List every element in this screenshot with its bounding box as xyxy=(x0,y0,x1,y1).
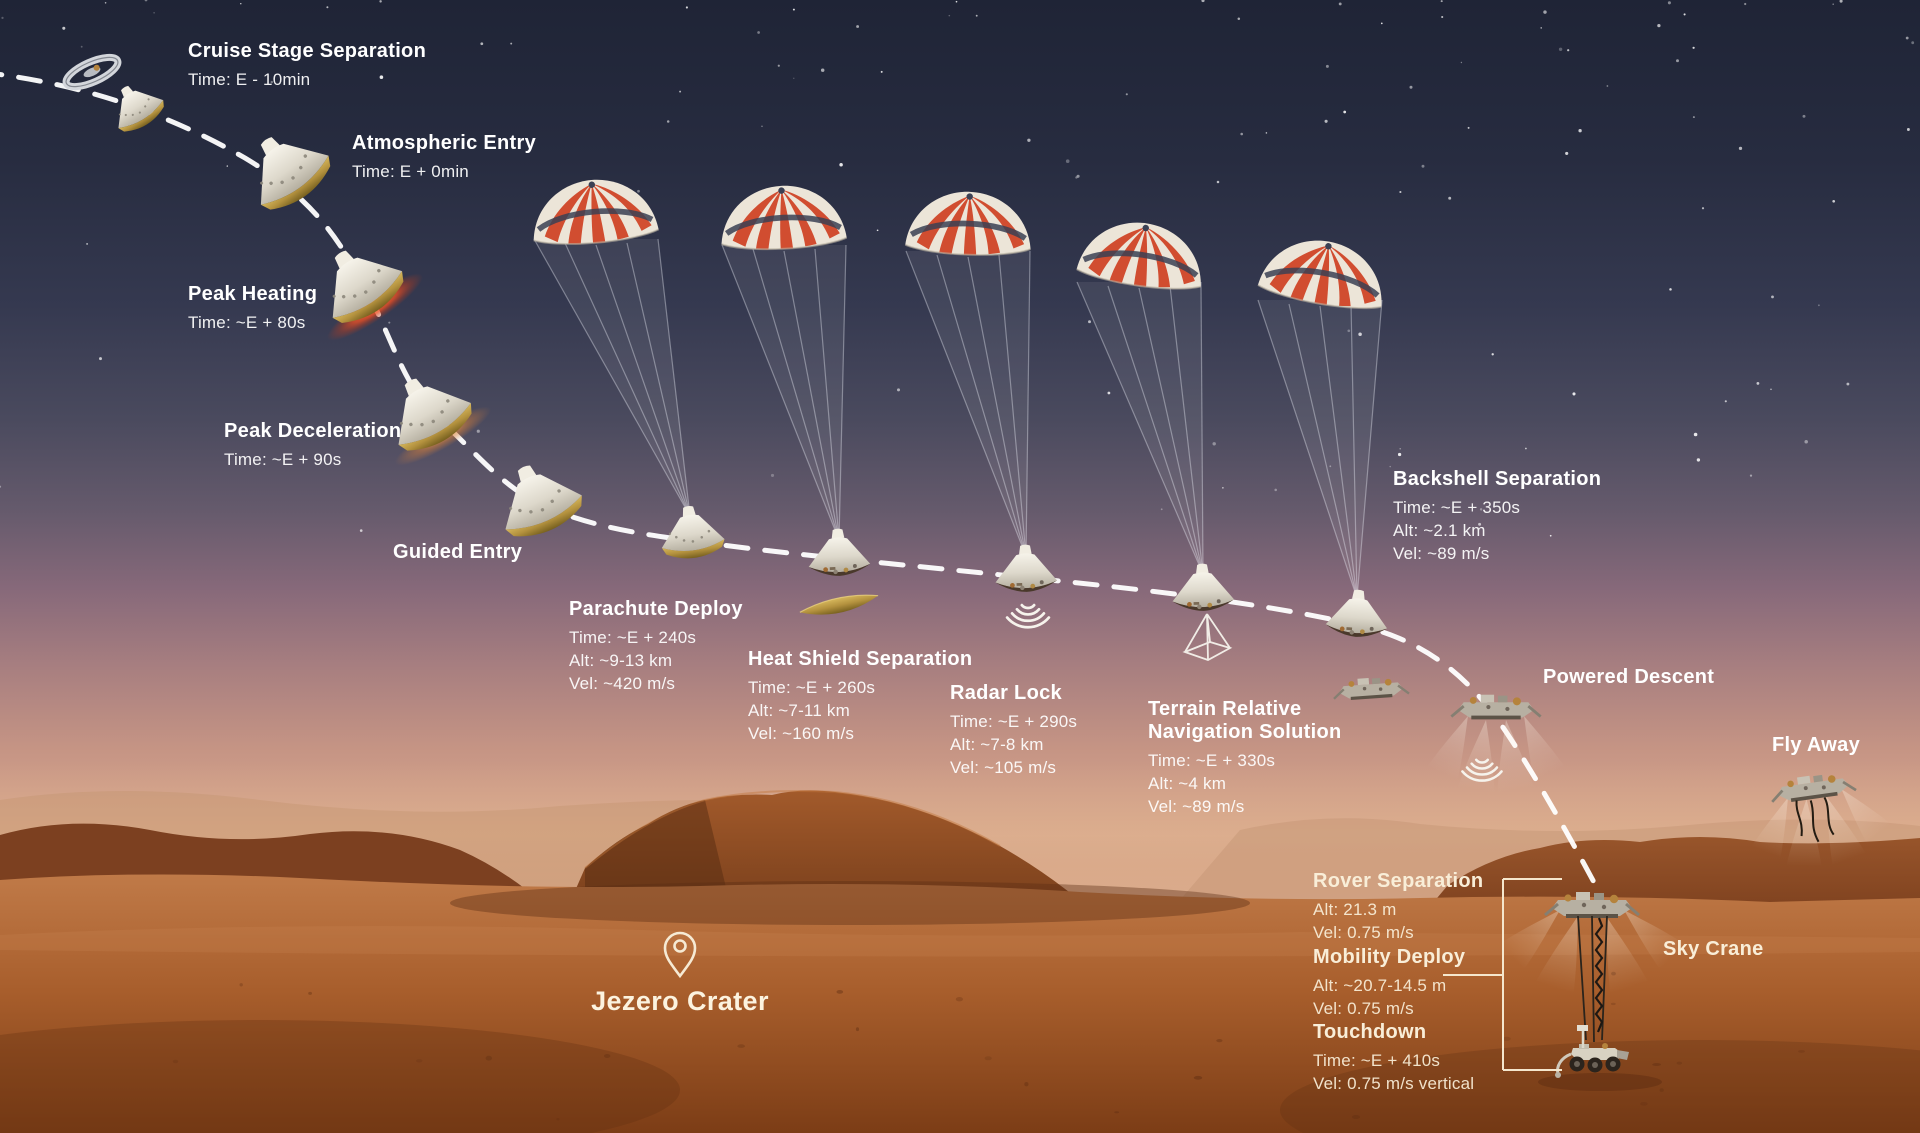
stage-title: Rover Separation xyxy=(1313,870,1484,892)
parachute-suspension-lines xyxy=(533,238,1383,599)
stage-detail: Time: ~E + 350s xyxy=(1393,498,1521,517)
stage-detail: Time: ~E + 90s xyxy=(224,450,342,469)
stage-label-mobility-deploy: Mobility Deploy Alt: ~20.7-14.5 m Vel: 0… xyxy=(1313,946,1465,1020)
parachute-3 xyxy=(905,190,1033,258)
plain-light-band xyxy=(0,926,1920,957)
stage-detail: Vel: ~160 m/s xyxy=(748,724,855,743)
stage-title: Guided Entry xyxy=(393,541,523,563)
free-falling-descent-stage xyxy=(1331,674,1411,703)
heat-shield-sep-capsule xyxy=(806,527,871,578)
stage-title: Fly Away xyxy=(1772,734,1860,756)
stage-detail: Alt: 21.3 m xyxy=(1313,900,1397,919)
stage-title: Peak Deceleration xyxy=(224,420,402,442)
ground-speckles xyxy=(172,971,1805,1121)
stage-title: Atmospheric Entry xyxy=(352,132,537,154)
stage-detail: Time: ~E + 330s xyxy=(1148,751,1276,770)
parachute-1 xyxy=(529,175,659,249)
foreground-plain xyxy=(0,874,1920,1133)
stage-label-heat-shield-separation: Heat Shield Separation Time: ~E + 260s A… xyxy=(748,648,972,745)
stage-detail: Time: E - 10min xyxy=(188,70,311,89)
bridle-cables xyxy=(1577,915,1608,1043)
stage-label-peak-heating: Peak Heating Time: ~E + 80s xyxy=(188,283,317,334)
stage-title: Cruise Stage Separation xyxy=(188,40,427,62)
stage-title: Parachute Deploy xyxy=(569,598,743,620)
stage-detail: Alt: ~2.1 km xyxy=(1393,521,1486,540)
stage-detail: Time: ~E + 410s xyxy=(1313,1051,1441,1070)
stage-title: Sky Crane xyxy=(1663,938,1764,960)
stage-detail: Time: E + 0min xyxy=(352,162,469,181)
stage-title: Peak Heating xyxy=(188,283,318,305)
stage-detail: Vel: 0.75 m/s vertical xyxy=(1313,1074,1475,1093)
trajectory-dashed-line xyxy=(0,72,1599,889)
stage-label-radar-lock: Radar Lock Time: ~E + 290s Alt: ~7-8 km … xyxy=(950,682,1077,779)
stage-title: Radar Lock xyxy=(950,682,1062,704)
entry-capsule-separated xyxy=(101,73,170,139)
stage-label-backshell-separation: Backshell Separation Time: ~E + 350s Alt… xyxy=(1393,468,1601,565)
stars xyxy=(0,0,1915,537)
stage-detail: Vel: ~420 m/s xyxy=(569,674,676,693)
stage-label-touchdown: Touchdown Time: ~E + 410s Vel: 0.75 m/s … xyxy=(1313,1021,1474,1095)
guided-entry-capsule xyxy=(485,449,590,547)
entry-capsule xyxy=(231,115,340,221)
rover-ground-shadow xyxy=(1538,1073,1662,1091)
stage-detail: Alt: ~7-11 km xyxy=(748,701,850,720)
stage-detail: Vel: 0.75 m/s xyxy=(1313,999,1414,1018)
spacecraft xyxy=(62,53,1892,1091)
stage-detail: Vel: ~105 m/s xyxy=(950,758,1057,777)
landing-label-bracket xyxy=(1443,878,1562,1071)
parachute-2 xyxy=(719,183,848,253)
stage-label-atmospheric-entry: Atmospheric Entry Time: E + 0min xyxy=(352,132,536,183)
stage-label-powered-descent: Powered Descent xyxy=(1543,666,1714,694)
stage-detail: Alt: ~4 km xyxy=(1148,774,1227,793)
stage-title: Heat Shield Separation xyxy=(748,648,973,670)
umbilical-coil xyxy=(1594,917,1604,1033)
stage-label-peak-deceleration: Peak Deceleration Time: ~E + 90s xyxy=(224,420,401,471)
stage-detail: Time: ~E + 290s xyxy=(950,712,1078,731)
stage-detail: Alt: ~20.7-14.5 m xyxy=(1313,976,1447,995)
parachute-deploy-capsule xyxy=(656,501,727,563)
stage-detail: Time: ~E + 240s xyxy=(569,628,697,647)
peak-heating-capsule xyxy=(304,229,413,334)
stage-title: Mobility Deploy xyxy=(1313,946,1466,968)
falling-heat-shield xyxy=(798,589,881,622)
stage-detail: Vel: ~89 m/s xyxy=(1393,544,1490,563)
radar-waves-icon xyxy=(1005,603,1051,629)
stage-label-parachute-deploy: Parachute Deploy Time: ~E + 240s Alt: ~9… xyxy=(569,598,743,695)
stage-label-terrain-relative-navigation: Terrain Relative Navigation Solution Tim… xyxy=(1148,698,1341,818)
stage-title: Backshell Separation xyxy=(1393,468,1602,490)
radar-lock-capsule xyxy=(994,543,1058,593)
foreground-dune-left xyxy=(0,1020,680,1133)
stage-title-line2: Navigation Solution xyxy=(1148,721,1342,743)
stage-label-guided-entry: Guided Entry xyxy=(393,541,522,569)
trn-capsule xyxy=(1171,562,1235,612)
stage-detail: Alt: ~9-13 km xyxy=(569,651,673,670)
stage-detail: Vel: 0.75 m/s xyxy=(1313,923,1414,942)
stage-detail: Vel: ~89 m/s xyxy=(1148,797,1245,816)
stage-detail: Time: ~E + 260s xyxy=(748,678,876,697)
mesa-crest-highlight xyxy=(584,790,1001,869)
stage-detail: Time: ~E + 80s xyxy=(188,313,306,332)
fly-away-stage xyxy=(1751,768,1892,867)
scan-pyramid-icon xyxy=(1184,613,1231,661)
stage-label-cruise-stage-separation: Cruise Stage Separation Time: E - 10min xyxy=(188,40,426,91)
stage-label-rover-separation: Rover Separation Alt: 21.3 m Vel: 0.75 m… xyxy=(1313,870,1483,944)
foreground-dune-right xyxy=(1280,1040,1920,1133)
stage-detail: Alt: ~7-8 km xyxy=(950,735,1044,754)
cruise-stage xyxy=(62,53,122,91)
location-pin-icon xyxy=(663,931,697,979)
backshell-sep-capsule xyxy=(1324,587,1390,640)
stage-label-fly-away: Fly Away xyxy=(1772,734,1860,762)
stage-title: Powered Descent xyxy=(1543,666,1715,688)
terrain xyxy=(0,760,1920,1133)
cut-bridle-cables xyxy=(1795,796,1835,843)
stage-label-sky-crane: Sky Crane xyxy=(1663,938,1764,966)
stage-title: Touchdown xyxy=(1313,1021,1427,1043)
jezero-crater-label: Jezero Crater xyxy=(591,986,769,1016)
stage-title: Terrain Relative xyxy=(1148,698,1302,720)
mesa-base-shadow xyxy=(450,881,1250,925)
sky-crane-vehicle xyxy=(1499,890,1685,1091)
